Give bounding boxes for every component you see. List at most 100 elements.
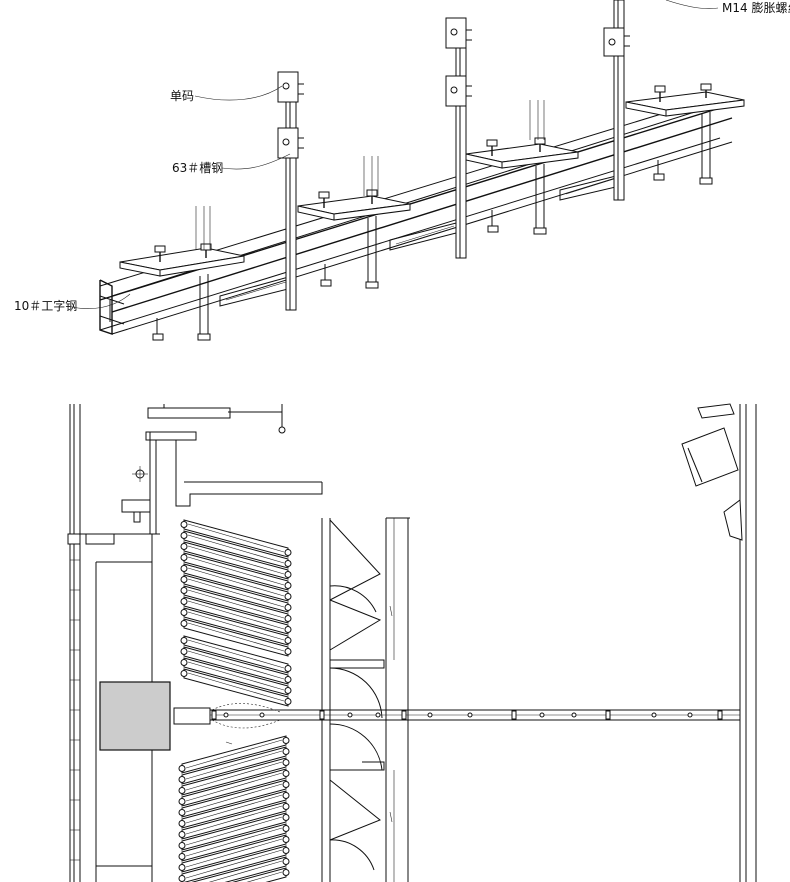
upper-bracket	[67, 404, 323, 545]
rail-bolt	[539, 712, 545, 718]
louver-slat-end	[282, 814, 290, 821]
louver-slat-line	[185, 816, 283, 846]
platform-plate-1	[119, 243, 245, 341]
horizontal-rail	[210, 703, 740, 729]
platform-plate-4	[625, 83, 745, 185]
louver-slat-end	[178, 853, 186, 860]
rail-bolt	[651, 712, 657, 718]
louver-slat-end	[284, 615, 292, 622]
louver-slat-end	[284, 687, 292, 694]
louver-slat-end	[178, 809, 186, 816]
louver-slat-line	[187, 661, 285, 691]
channel-post-1	[277, 71, 304, 311]
louver-slat-end	[284, 698, 292, 705]
louver-slat-end	[284, 560, 292, 567]
rail-bolt	[605, 710, 611, 720]
dimension-ticks	[225, 605, 393, 823]
louver-slat-end	[180, 598, 188, 605]
louver-slat-line	[185, 827, 283, 857]
louver-slat-line	[187, 650, 285, 680]
code-block-label: 单码	[170, 89, 194, 103]
louver-slat-end	[180, 554, 188, 561]
platform-plate-3	[465, 137, 579, 235]
louver-slat-line	[187, 534, 285, 564]
louver-slats-lower	[178, 735, 290, 882]
louver-slat-end	[180, 587, 188, 594]
louver-slat-end	[282, 869, 290, 876]
louver-slat-end	[178, 765, 186, 772]
louver-slat-end	[282, 781, 290, 788]
louver-slat-line	[187, 523, 285, 553]
louver-slat-line	[185, 739, 283, 769]
rail-bolt	[511, 710, 517, 720]
i-beam-label: 10＃工字钢	[14, 298, 77, 313]
right-wall	[681, 403, 757, 882]
louver-slat-end	[178, 842, 186, 849]
louver-slat-end	[178, 798, 186, 805]
louver-slat-end	[180, 670, 188, 677]
rail-bolt	[375, 712, 381, 718]
louver-slat-line	[187, 589, 285, 619]
louver-slat-line	[185, 805, 283, 835]
louver-slat-end	[282, 825, 290, 832]
louver-slat	[191, 856, 287, 882]
rail-bolt	[211, 710, 217, 720]
louver-slat-end	[282, 836, 290, 843]
rail-bolt	[347, 712, 353, 718]
gray-panel	[99, 681, 171, 751]
louver-slat-end	[282, 803, 290, 810]
center-column	[321, 517, 410, 882]
louver-slat-end	[180, 532, 188, 539]
louver-slats-upper	[180, 519, 292, 657]
louver-slat-end	[284, 604, 292, 611]
louver-slat-end	[284, 582, 292, 589]
louver-slat-end	[178, 864, 186, 871]
door-swings	[329, 519, 385, 871]
rail-bolt	[319, 710, 325, 720]
louver-slat-end	[178, 776, 186, 783]
louver-slat-line	[185, 772, 283, 802]
i-beam	[99, 95, 733, 335]
louver-slat-line	[187, 556, 285, 586]
rail-bolt	[687, 712, 693, 718]
louver-slat-end	[282, 858, 290, 865]
lower-channels	[219, 174, 621, 307]
louver-slat-end	[284, 637, 292, 644]
louver-slat-end	[282, 770, 290, 777]
louver-slat-end	[180, 565, 188, 572]
louver-slat-end	[178, 820, 186, 827]
anchor-bolt-label: M14 膨胀螺丝	[722, 1, 790, 15]
rail-bolt	[467, 712, 473, 718]
louver-slat-line	[185, 794, 283, 824]
rail-bolt	[427, 712, 433, 718]
louver-slat-end	[282, 737, 290, 744]
channel-post-2	[445, 17, 472, 259]
annotations: 单码 63＃槽钢 10＃工字钢 M14 膨胀螺丝	[14, 0, 790, 313]
louver-slat-line	[208, 860, 283, 882]
louver-slat-end	[180, 576, 188, 583]
rail-bolt	[223, 712, 229, 718]
louver-slat-end	[284, 571, 292, 578]
ceiling-hangers	[195, 100, 545, 250]
louver-slat-end	[180, 609, 188, 616]
louver-slat-end	[180, 659, 188, 666]
rail-bolt	[401, 710, 407, 720]
partition-block	[96, 534, 211, 882]
louver-slat-line	[187, 567, 285, 597]
louver-slat-end	[284, 648, 292, 655]
louver-slat-line	[187, 611, 285, 641]
louver-slat-end	[180, 648, 188, 655]
louver-slat-line	[185, 838, 283, 868]
louver-slat-line	[187, 578, 285, 608]
louver-slat-line	[185, 750, 283, 780]
louver-slat-end	[282, 847, 290, 854]
isometric-view: 单码 63＃槽钢 10＃工字钢 M14 膨胀螺丝	[14, 0, 790, 341]
louver-slat-end	[284, 665, 292, 672]
louver-slat-line	[187, 639, 285, 669]
louver-slat-end	[180, 620, 188, 627]
louver-slat-end	[284, 626, 292, 633]
louver-slat-end	[180, 637, 188, 644]
rail-bolt	[717, 710, 723, 720]
louver-slat-line	[187, 545, 285, 575]
